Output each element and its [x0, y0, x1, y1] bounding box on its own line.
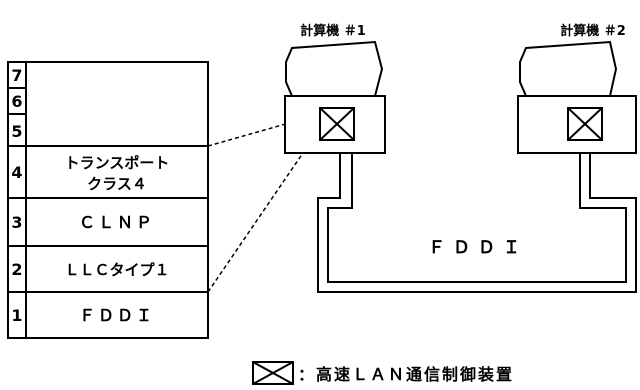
mapping-line-lower: [207, 127, 321, 293]
layer-number-1: 1: [11, 306, 22, 325]
layer-number-6: 6: [11, 92, 22, 111]
layer-1-label: ＦＤＤＩ: [79, 306, 155, 325]
computer-1-controller-diagonal-b: [319, 107, 355, 141]
computer-2-controller-diagonal-b: [567, 107, 603, 141]
protocol-stack: [7, 61, 209, 339]
computer-2-terminal-shape: [519, 40, 618, 97]
legend-text: ：高速ＬＡＮ通信制御装置: [298, 365, 514, 384]
mapping-lines: [207, 111, 329, 293]
layer-3-label: ＣＬＮＰ: [79, 213, 155, 232]
network-label: ＦＤＤＩ: [428, 238, 528, 258]
legend-controller-icon: [252, 361, 294, 385]
computer-2: [517, 40, 637, 154]
computer-2-label: 計算機 ＃2: [560, 23, 626, 39]
fddi-ring: [317, 153, 637, 293]
computer-1-terminal-shape: [285, 40, 384, 97]
layer-number-2: 2: [11, 260, 22, 279]
legend: ：高速ＬＡＮ通信制御装置: [252, 361, 514, 385]
computer-1-label: 計算機 ＃1: [300, 23, 366, 39]
stack-outline: [7, 61, 209, 339]
layer-4-label-line-2: クラス４: [87, 175, 147, 193]
computer-2-lan-controller: [567, 107, 603, 141]
layer-labels: トランスポート クラス４ ＣＬＮＰ ＬＬＣタイプ１ ＦＤＤＩ: [64, 154, 169, 325]
layer-number-3: 3: [11, 213, 22, 232]
layer-numbers: 7 6 5 4 3 2 1: [11, 66, 22, 325]
layer-2-label: ＬＬＣタイプ１: [64, 261, 169, 279]
layer-number-5: 5: [11, 122, 22, 141]
computer-1: [284, 40, 386, 154]
layer-number-7: 7: [11, 66, 22, 85]
computer-1-lan-controller: [319, 107, 355, 141]
layer-4-label-line-1: トランスポート: [65, 154, 170, 172]
layer-number-4: 4: [11, 163, 22, 182]
